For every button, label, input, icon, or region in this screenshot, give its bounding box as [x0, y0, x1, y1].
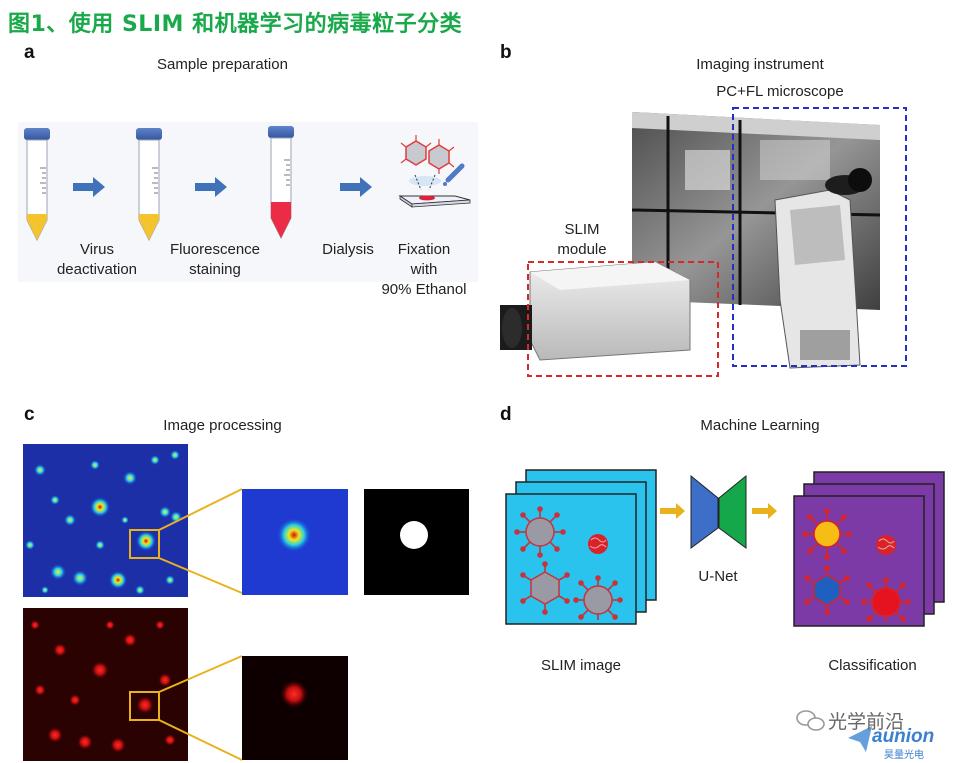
step-4-label: Fixation with 90% Ethanol — [372, 240, 476, 300]
panel-a-background — [18, 122, 478, 282]
step-arrow-2 — [195, 177, 227, 197]
zoomed-fluorescence-image — [242, 656, 348, 760]
slim-image-label: SLIM image — [540, 657, 622, 674]
step-3-label: Dialysis — [313, 240, 383, 260]
step-4-line-2: with — [410, 261, 438, 278]
tube-red — [268, 126, 294, 240]
tube-yellow-1 — [24, 128, 50, 242]
microscope-highlight — [732, 107, 907, 367]
arrow-to-unet — [660, 503, 685, 519]
arrow-to-classification — [752, 503, 777, 519]
unet-decoder — [718, 474, 747, 549]
step-4-line-1: Fixation — [397, 241, 451, 258]
watermark-brand-sub: 昊量光电 — [884, 750, 924, 761]
wechat-icon — [796, 710, 825, 731]
slim-module-label: SLIM module — [540, 220, 624, 260]
unet-label: U-Net — [698, 568, 738, 585]
figure-title: 图1、使用 SLIM 和机器学习的病毒粒子分类 — [8, 12, 463, 37]
slim-image-stack — [505, 469, 657, 625]
classification-label: Classification — [828, 657, 917, 674]
step-2-line-1: Fluorescence — [169, 241, 261, 258]
slide-illustration — [398, 135, 471, 208]
watermark-text: 光学前沿 — [828, 711, 905, 733]
brand-icon — [848, 726, 872, 752]
unet-encoder — [690, 474, 719, 549]
panel-d-heading: Machine Learning — [700, 417, 820, 434]
step-1-line-2: deactivation — [56, 261, 138, 278]
panel-b-heading: Imaging instrument — [696, 56, 824, 73]
classification-stack — [793, 471, 945, 627]
step-2-label: Fluorescence staining — [160, 240, 270, 280]
panel-a-heading: Sample preparation — [157, 56, 288, 73]
panel-d-letter: d — [500, 404, 512, 425]
microscope-label: PC+FL microscope — [716, 83, 844, 100]
watermark-brand: aunion — [872, 726, 935, 747]
step-1-label: Virus deactivation — [47, 240, 147, 280]
slim-module-highlight — [527, 261, 719, 377]
panel-b-letter: b — [500, 42, 512, 63]
panel-a-letter: a — [24, 42, 35, 63]
step-2-line-2: staining — [189, 261, 241, 278]
tube-yellow-2 — [136, 128, 162, 242]
slim-label-line-1: SLIM — [564, 221, 600, 238]
panel-c-letter: c — [24, 404, 35, 425]
step-1-line-1: Virus — [80, 241, 114, 258]
step-4-line-3: 90% Ethanol — [381, 281, 467, 298]
step-arrow-3 — [340, 177, 372, 197]
step-3-line-1: Dialysis — [322, 241, 374, 258]
slim-label-line-2: module — [557, 241, 607, 258]
panel-c-heading: Image processing — [163, 417, 282, 434]
step-arrow-1 — [73, 177, 105, 197]
